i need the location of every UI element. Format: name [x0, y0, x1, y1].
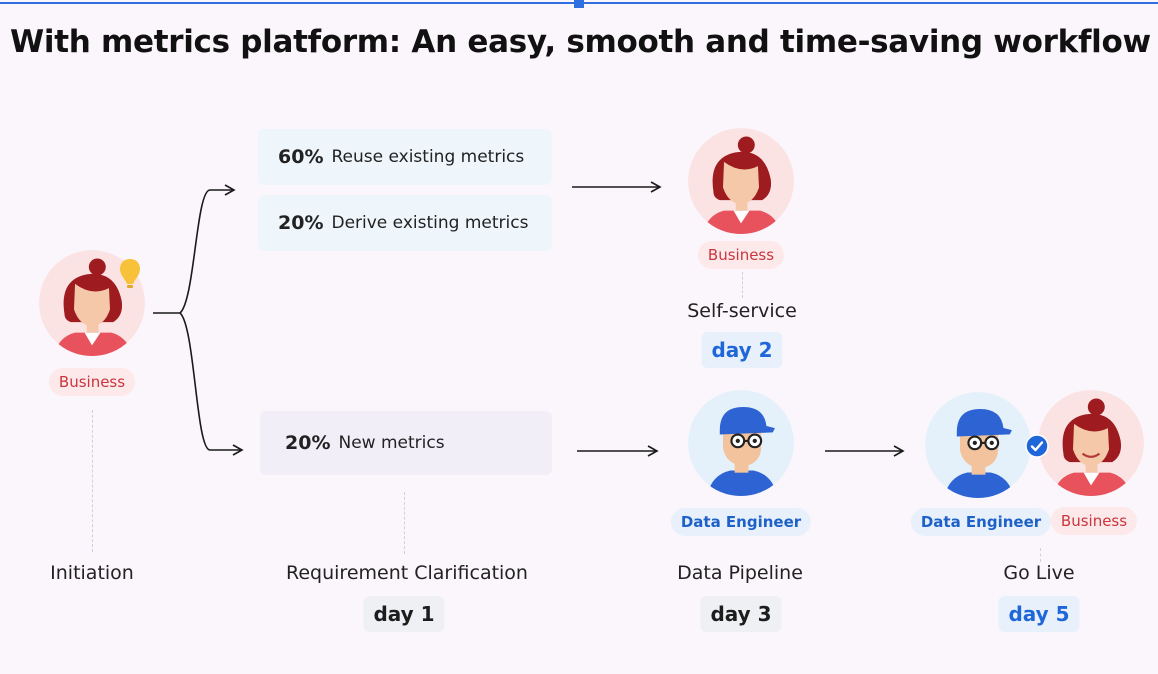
business-avatar [1038, 390, 1144, 496]
option-derive-metrics: 20% Derive existing metrics [258, 195, 552, 251]
role-chip-business: Business [697, 241, 785, 269]
lightbulb-icon [120, 259, 140, 288]
day-badge-self-service: day 2 [701, 332, 783, 368]
stage-initiation: Initiation [50, 562, 134, 584]
business-avatar [688, 128, 794, 234]
role-chip-data-engineer: Data Engineer [910, 508, 1052, 536]
option-percent: 20% [285, 432, 331, 454]
branch-lower [179, 312, 244, 456]
role-chip-business: Business [1050, 507, 1138, 535]
stage-data-pipeline: Data Pipeline [677, 562, 803, 584]
business-avatar [39, 250, 145, 356]
stage-requirement-clarification: Requirement Clarification [286, 562, 528, 584]
top-edge-handle [574, 0, 584, 8]
day-badge-go-live: day 5 [998, 596, 1080, 632]
stage-self-service: Self-service [687, 300, 797, 322]
role-chip-data-engineer: Data Engineer [670, 508, 812, 536]
option-percent: 20% [278, 212, 324, 234]
day-badge-pipeline: day 3 [700, 596, 782, 632]
guide-go-live [1040, 548, 1041, 562]
guide-requirement [404, 492, 405, 554]
branch-upper [179, 184, 236, 314]
day-badge-requirement: day 1 [363, 596, 445, 632]
guide-initiation [92, 410, 93, 552]
guide-self-service [742, 272, 743, 298]
page-title: With metrics platform: An easy, smooth a… [10, 24, 1151, 60]
option-label: New metrics [338, 433, 445, 453]
role-chip-business: Business [48, 368, 136, 396]
option-label: Reuse existing metrics [331, 147, 525, 167]
engineer-avatar [925, 392, 1031, 498]
option-new-metrics: 20% New metrics [260, 411, 552, 475]
stage-go-live: Go Live [1003, 562, 1075, 584]
check-badge-icon [1025, 434, 1049, 458]
option-percent: 60% [278, 146, 324, 168]
engineer-avatar [688, 390, 794, 496]
option-label: Derive existing metrics [331, 213, 529, 233]
option-reuse-metrics: 60% Reuse existing metrics [258, 129, 552, 185]
